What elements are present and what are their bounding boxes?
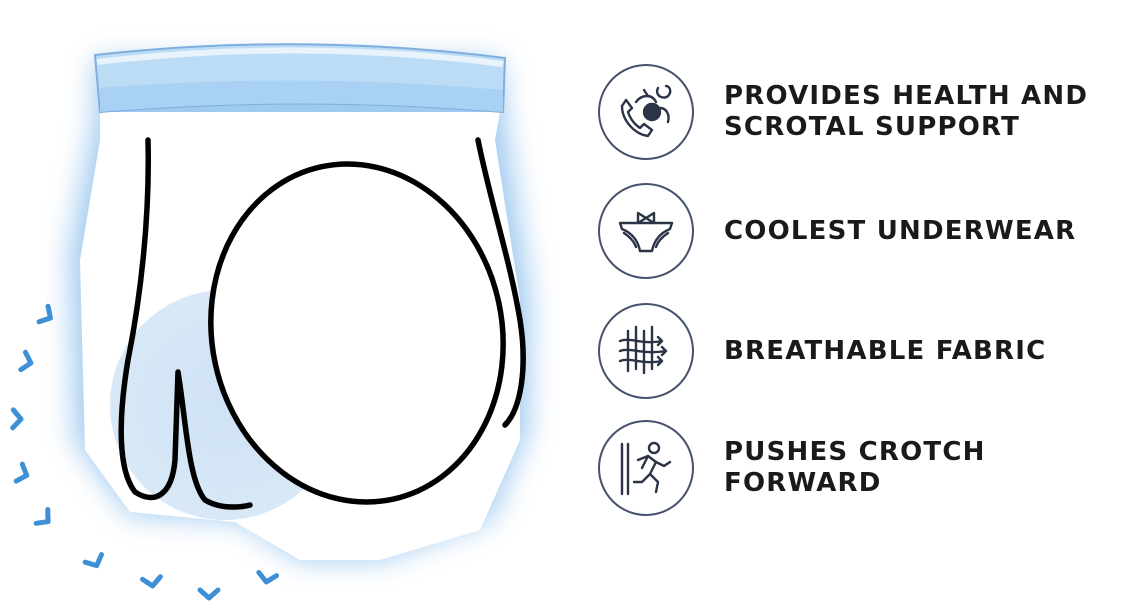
feature-label: PROVIDES HEALTH AND SCROTAL SUPPORT [724,81,1089,142]
right-outline [475,137,526,428]
feature-label: BREATHABLE FABRIC [724,335,1047,366]
chevron-icon [82,552,104,569]
feature-badge [598,420,694,516]
feature-item: PROVIDES HEALTH AND SCROTAL SUPPORT [598,64,1139,160]
feature-item: COOLEST UNDERWEAR [598,183,1139,279]
feature-badge [598,64,694,160]
pouch-ball [208,161,506,505]
underwear-icon [618,211,674,253]
underwear-illustration [10,43,530,601]
waistband-top-edge [96,47,504,67]
feature-label: COOLEST UNDERWEAR [724,215,1077,246]
chevron-icon [18,349,34,373]
health-support-icon [620,84,672,138]
chevron-icon [197,587,221,601]
feature-badge [598,303,694,399]
running-person-icon [620,441,672,496]
chevron-icon [13,461,30,484]
chevron-icon [10,407,24,431]
feature-item: PUSHES CROTCH FORWARD [598,420,1139,516]
feature-badge [598,183,694,279]
chevron-icon [256,569,280,585]
waistband-lower-band [100,80,503,112]
chevron-icon [33,507,51,526]
chevron-icon [140,574,163,589]
left-outline [118,137,253,510]
motion-chevrons [10,303,280,601]
chevron-icon [36,303,53,325]
feature-label: PUSHES CROTCH FORWARD [724,437,986,498]
breathable-fabric-icon [618,325,668,375]
feature-item: BREATHABLE FABRIC [598,303,1139,399]
